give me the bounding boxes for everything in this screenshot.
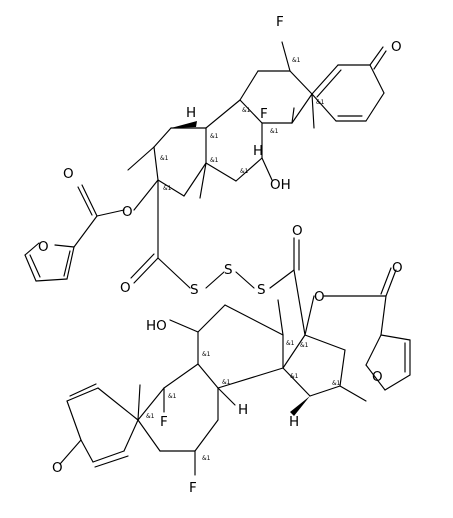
stereo-marker: &1 <box>270 128 279 135</box>
oxygen-label-top-furan: O <box>38 239 49 255</box>
hydrogen-label-top-c14: H <box>186 105 196 121</box>
stereo-marker: &1 <box>300 342 309 349</box>
fluorine-label-top-c6: F <box>276 14 284 30</box>
top-steroid <box>24 41 387 289</box>
hydrogen-label-top-c8: H <box>253 143 263 159</box>
stereo-marker: &1 <box>332 380 341 387</box>
hydrogen-label-bottom-c8: H <box>238 402 248 418</box>
sulfur-label-2: S <box>224 262 233 278</box>
hydroxyl-label-top: OH <box>270 177 291 193</box>
bottom-steroid <box>59 237 411 476</box>
stereo-markers: &1 &1 &1 &1 &1 &1 &1 &1 &1 &1 &1 &1 &1 &… <box>146 57 341 462</box>
stereo-marker: &1 <box>210 133 219 140</box>
stereo-marker: &1 <box>292 57 301 64</box>
hydroxyl-label-bottom: HO <box>146 318 167 334</box>
oxygen-label-top-ketone: O <box>391 39 402 55</box>
oxygen-label-bottom-ester-carbonyl: O <box>392 260 403 276</box>
stereo-marker: &1 <box>290 373 299 380</box>
stereo-marker: &1 <box>163 185 172 192</box>
oxygen-label-bottom-ester: O <box>314 289 325 305</box>
stereo-marker: &1 <box>210 157 219 164</box>
fluorine-label-bottom-c9: F <box>160 414 168 430</box>
stereo-marker: &1 <box>240 168 249 175</box>
atom-labels: F O H F H OH O O O O S S S O O O HO O H … <box>38 14 403 496</box>
stereo-marker: &1 <box>202 351 211 358</box>
oxygen-label-top-ester-carbonyl: O <box>63 166 74 182</box>
stereo-marker: &1 <box>168 393 177 400</box>
stereo-marker: &1 <box>316 99 325 106</box>
sulfur-label-1: S <box>190 282 199 298</box>
sulfur-label-3: S <box>257 282 266 298</box>
stereo-marker: &1 <box>202 455 211 462</box>
oxygen-label-top-thioester: O <box>120 280 131 296</box>
stereo-marker: &1 <box>160 155 169 162</box>
hydrogen-label-bottom-c14: H <box>289 414 299 430</box>
stereo-marker: &1 <box>242 107 251 114</box>
oxygen-label-bottom-thioester: O <box>292 223 303 239</box>
oxygen-label-top-ester: O <box>122 204 133 220</box>
stereo-marker: &1 <box>286 340 295 347</box>
stereo-marker: &1 <box>146 413 155 420</box>
fluorine-label-bottom-c6: F <box>189 480 197 496</box>
stereo-marker: &1 <box>222 379 231 386</box>
oxygen-label-bottom-ketone: O <box>52 460 63 476</box>
oxygen-label-bottom-furan: O <box>372 369 383 385</box>
fluorine-label-top-c9: F <box>260 106 268 122</box>
trisulfide-bridge <box>205 269 295 289</box>
